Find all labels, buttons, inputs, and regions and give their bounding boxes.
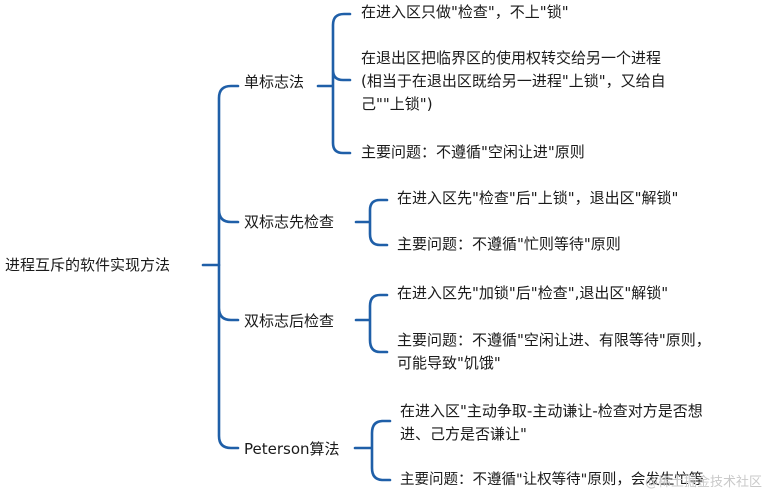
leaf-text: 在退出区把临界区的使用权转交给另一个进程 xyxy=(361,49,662,67)
root-node: 进程互斥的软件实现方法 xyxy=(5,256,171,274)
branch-label-single-flag: 单标志法 xyxy=(244,73,305,91)
branch-3-connector xyxy=(354,293,389,354)
leaf-text: (相当于在退出区既给另一进程"上锁"，又给自 xyxy=(361,72,666,90)
leaf-text: 进、己方是否谦让" xyxy=(400,425,527,443)
root-bracket xyxy=(217,84,240,450)
leaf-text: 己""上锁") xyxy=(361,95,433,113)
branch-1-connector xyxy=(316,12,352,155)
leaf-text: 可能导致"饥饿" xyxy=(397,354,501,372)
branch-label-double-check-first: 双标志先检查 xyxy=(244,213,335,231)
leaf-text: 主要问题：不遵循"空闲让进"原则 xyxy=(361,143,585,161)
watermark-text: @稀土掘金技术社区 xyxy=(644,475,762,490)
leaf-text: 主要问题：不遵循"空闲让进、有限等待"原则， xyxy=(397,331,711,349)
leaf-text: 在进入区只做"检查"，不上"锁" xyxy=(361,3,569,21)
branch-label-double-check-after: 双标志后检查 xyxy=(244,312,335,330)
branch-label-peterson: Peterson算法 xyxy=(244,440,340,458)
leaf-text: 在进入区先"加锁"后"检查",退出区"解锁" xyxy=(397,284,669,302)
leaf-text: 在进入区先"检查"后"上锁"，退出区"解锁" xyxy=(397,189,679,207)
leaf-text: 在进入区"主动争取-主动谦让-检查对方是否想 xyxy=(400,402,703,420)
leaf-text: 主要问题：不遵循"让权等待"原则，会发生忙等 xyxy=(400,472,704,488)
branch-2-connector xyxy=(354,198,389,247)
leaf-text: 主要问题：不遵循"忙则等待"原则 xyxy=(397,235,621,253)
branch-4-connector xyxy=(353,419,392,482)
